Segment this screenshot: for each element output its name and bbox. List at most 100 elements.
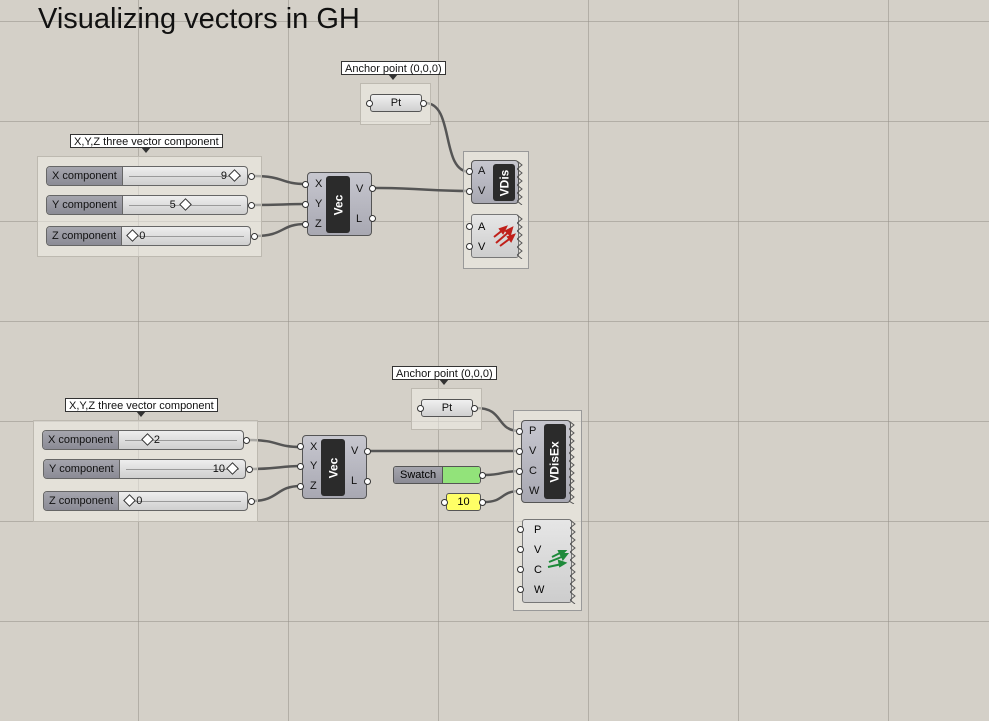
vdisex-grip-w[interactable]: [516, 488, 523, 495]
slider-y-output-grip-1[interactable]: [248, 202, 255, 209]
preview2-grip-w[interactable]: [517, 586, 524, 593]
point-param-input-grip-2[interactable]: [417, 405, 424, 412]
slider-y-value-1: 5: [169, 199, 176, 211]
vdis-core: VDis: [493, 164, 515, 201]
vec-grip-x-1[interactable]: [302, 181, 309, 188]
slider-y-2[interactable]: Y component 10: [43, 459, 246, 479]
point-param-1[interactable]: Pt: [370, 94, 422, 112]
point-param-output-grip-1[interactable]: [420, 100, 427, 107]
vector-display-component[interactable]: A V VDis: [471, 160, 523, 205]
vec-grip-z-1[interactable]: [302, 221, 309, 228]
vec-grip-x-2[interactable]: [297, 443, 304, 450]
slider-x-knob-1[interactable]: [228, 169, 241, 182]
vec-input-y-1: Y: [315, 198, 323, 210]
width-number-output-grip[interactable]: [479, 499, 486, 506]
vec-grip-l-2[interactable]: [364, 478, 371, 485]
slider-x-output-grip-2[interactable]: [243, 437, 250, 444]
point-param-input-grip-1[interactable]: [366, 100, 373, 107]
canvas-title: Visualizing vectors in GH: [38, 3, 360, 35]
preview2-input-p: P: [534, 524, 542, 536]
point-param-label-2: Pt: [441, 402, 453, 414]
colour-swatch[interactable]: Swatch: [393, 466, 481, 484]
vec-input-x-1: X: [315, 178, 323, 190]
slider-z-knob-1[interactable]: [126, 229, 140, 242]
vector-xyz-component-1[interactable]: X Y Z Vec V L: [307, 172, 372, 236]
vector-display-preview-1[interactable]: A V: [471, 214, 523, 259]
preview1-input-a: A: [478, 221, 486, 233]
vector-xyz-component-2[interactable]: X Y Z Vec V L: [302, 435, 367, 499]
width-number-value: 10: [457, 496, 470, 508]
swatch-output-grip[interactable]: [479, 472, 486, 479]
preview2-grip-p[interactable]: [517, 526, 524, 533]
slider-z-value-2: 0: [136, 495, 143, 507]
vdisex-grip-p[interactable]: [516, 428, 523, 435]
slider-x-track-1[interactable]: 9: [123, 167, 247, 185]
vector-arrows-red-icon: [493, 225, 516, 247]
vdisex-grip-c[interactable]: [516, 468, 523, 475]
vec-input-x-2: X: [310, 441, 318, 453]
slider-x-output-grip-1[interactable]: [248, 173, 255, 180]
vector-display-preview-2[interactable]: P V C W: [522, 519, 576, 604]
vdis-grip-v[interactable]: [466, 188, 473, 195]
slider-z-name-2: Z component: [44, 492, 120, 510]
vec-grip-y-1[interactable]: [302, 201, 309, 208]
slider-z-output-grip-2[interactable]: [248, 498, 255, 505]
vector-display-ex-component[interactable]: P V C W VDisEx: [521, 420, 575, 504]
point-param-output-grip-2[interactable]: [471, 405, 478, 412]
slider-z-track-2[interactable]: 0: [119, 492, 247, 510]
slider-y-track-2[interactable]: 10: [120, 460, 245, 478]
vec-grip-l-1[interactable]: [369, 215, 376, 222]
zigzag-edge-icon: [569, 421, 575, 504]
vec-grip-v-1[interactable]: [369, 185, 376, 192]
slider-x-1[interactable]: X component 9: [46, 166, 248, 186]
sliders-label-text-1: X,Y,Z three vector component: [74, 136, 219, 148]
preview2-grip-v[interactable]: [517, 546, 524, 553]
vec-output-v-2: V: [351, 445, 359, 457]
sliders-label-text-2: X,Y,Z three vector component: [69, 400, 214, 412]
sliders-label-1: X,Y,Z three vector component: [70, 134, 223, 153]
vec-core-label-2: Vec: [325, 457, 340, 478]
slider-y-value-2: 10: [212, 463, 225, 475]
vec-input-z-2: Z: [310, 480, 317, 492]
vdis-grip-a[interactable]: [466, 168, 473, 175]
slider-z-name-1: Z component: [47, 227, 123, 245]
slider-x-2[interactable]: X component 2: [42, 430, 244, 450]
swatch-color[interactable]: [443, 467, 480, 483]
vector-arrows-green-icon: [547, 550, 570, 568]
slider-z-1[interactable]: Z component 0: [46, 226, 251, 246]
point-param-2[interactable]: Pt: [421, 399, 473, 417]
slider-y-track-1[interactable]: 5: [123, 196, 247, 214]
slider-z-2[interactable]: Z component 0: [43, 491, 248, 511]
preview2-input-v: V: [534, 544, 542, 556]
vdis-input-a: A: [478, 165, 486, 177]
slider-y-knob-1[interactable]: [178, 198, 192, 211]
vec-grip-y-2[interactable]: [297, 463, 304, 470]
vec-grip-v-2[interactable]: [364, 448, 371, 455]
slider-z-knob-2[interactable]: [123, 494, 137, 507]
width-number-input-grip[interactable]: [441, 499, 448, 506]
preview1-grip-a[interactable]: [466, 223, 473, 230]
slider-z-track-1[interactable]: 0: [122, 227, 250, 245]
slider-y-knob-2[interactable]: [226, 462, 239, 475]
slider-y-1[interactable]: Y component 5: [46, 195, 248, 215]
slider-x-track-2[interactable]: 2: [119, 431, 243, 449]
preview1-grip-v[interactable]: [466, 243, 473, 250]
vdisex-input-w: W: [529, 485, 540, 497]
width-number-panel[interactable]: 10: [446, 493, 481, 511]
wire-vec-to-vdis-v: [371, 186, 471, 193]
slider-z-output-grip-1[interactable]: [251, 233, 258, 240]
vec-output-l-1: L: [356, 213, 363, 225]
vec-grip-z-2[interactable]: [297, 483, 304, 490]
wire-z-to-vec: [254, 222, 307, 238]
vdisex-input-v: V: [529, 445, 537, 457]
preview2-grip-c[interactable]: [517, 566, 524, 573]
vec-core-1: Vec: [326, 176, 350, 233]
vdis-core-label: VDis: [497, 169, 511, 196]
slider-z-value-1: 0: [139, 230, 146, 242]
slider-x-name-2: X component: [43, 431, 119, 449]
vdisex-input-c: C: [529, 465, 537, 477]
vdisex-grip-v[interactable]: [516, 448, 523, 455]
slider-y-output-grip-2[interactable]: [246, 466, 253, 473]
slider-x-knob-2[interactable]: [140, 433, 154, 446]
